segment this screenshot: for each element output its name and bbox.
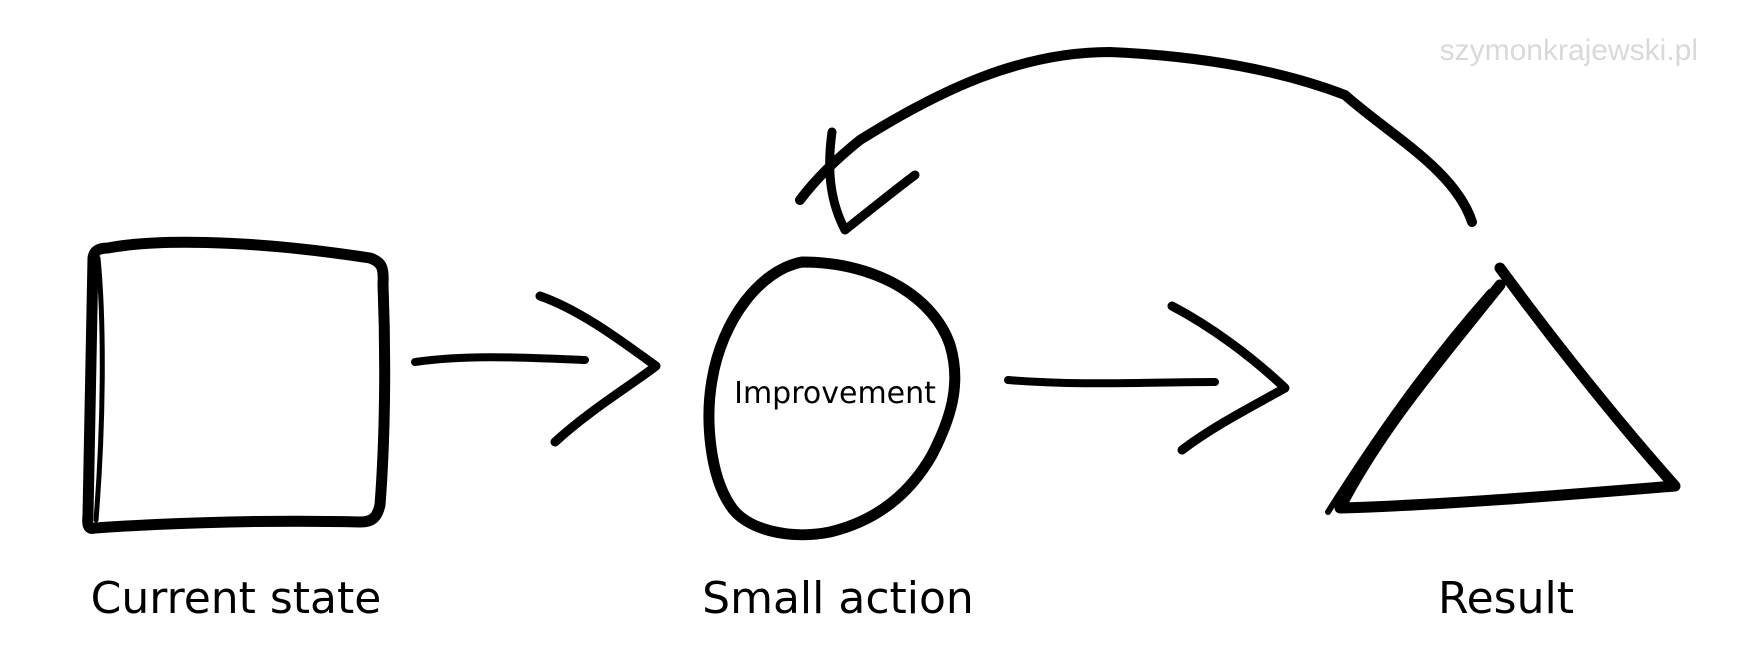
- small-action-label: Small action: [702, 573, 974, 624]
- result-node: [1325, 262, 1681, 515]
- arrow-head: [535, 291, 661, 447]
- arrow-current-to-action: [411, 291, 661, 447]
- arrow-shaft: [411, 353, 589, 366]
- arrow-action-to-result: [1004, 301, 1290, 455]
- feedback-arc: [795, 47, 1477, 227]
- improvement-label: Improvement: [734, 376, 936, 411]
- result-triangle-accent: [1325, 289, 1493, 515]
- watermark: szymonkrajewski.pl: [1440, 34, 1698, 67]
- small-action-circle: [703, 256, 961, 541]
- result-triangle: [1334, 262, 1681, 514]
- result-label: Result: [1438, 573, 1574, 624]
- small-action-node: Improvement: [703, 256, 961, 541]
- feedback-arrow-head: [825, 127, 920, 235]
- arrow-shaft: [1004, 376, 1219, 388]
- current-state-node: [82, 236, 391, 534]
- arrow-result-to-action: [795, 47, 1477, 235]
- current-state-label: Current state: [91, 573, 382, 624]
- current-state-square-accent: [93, 255, 105, 523]
- current-state-square: [82, 236, 391, 534]
- arrow-head: [1167, 301, 1290, 455]
